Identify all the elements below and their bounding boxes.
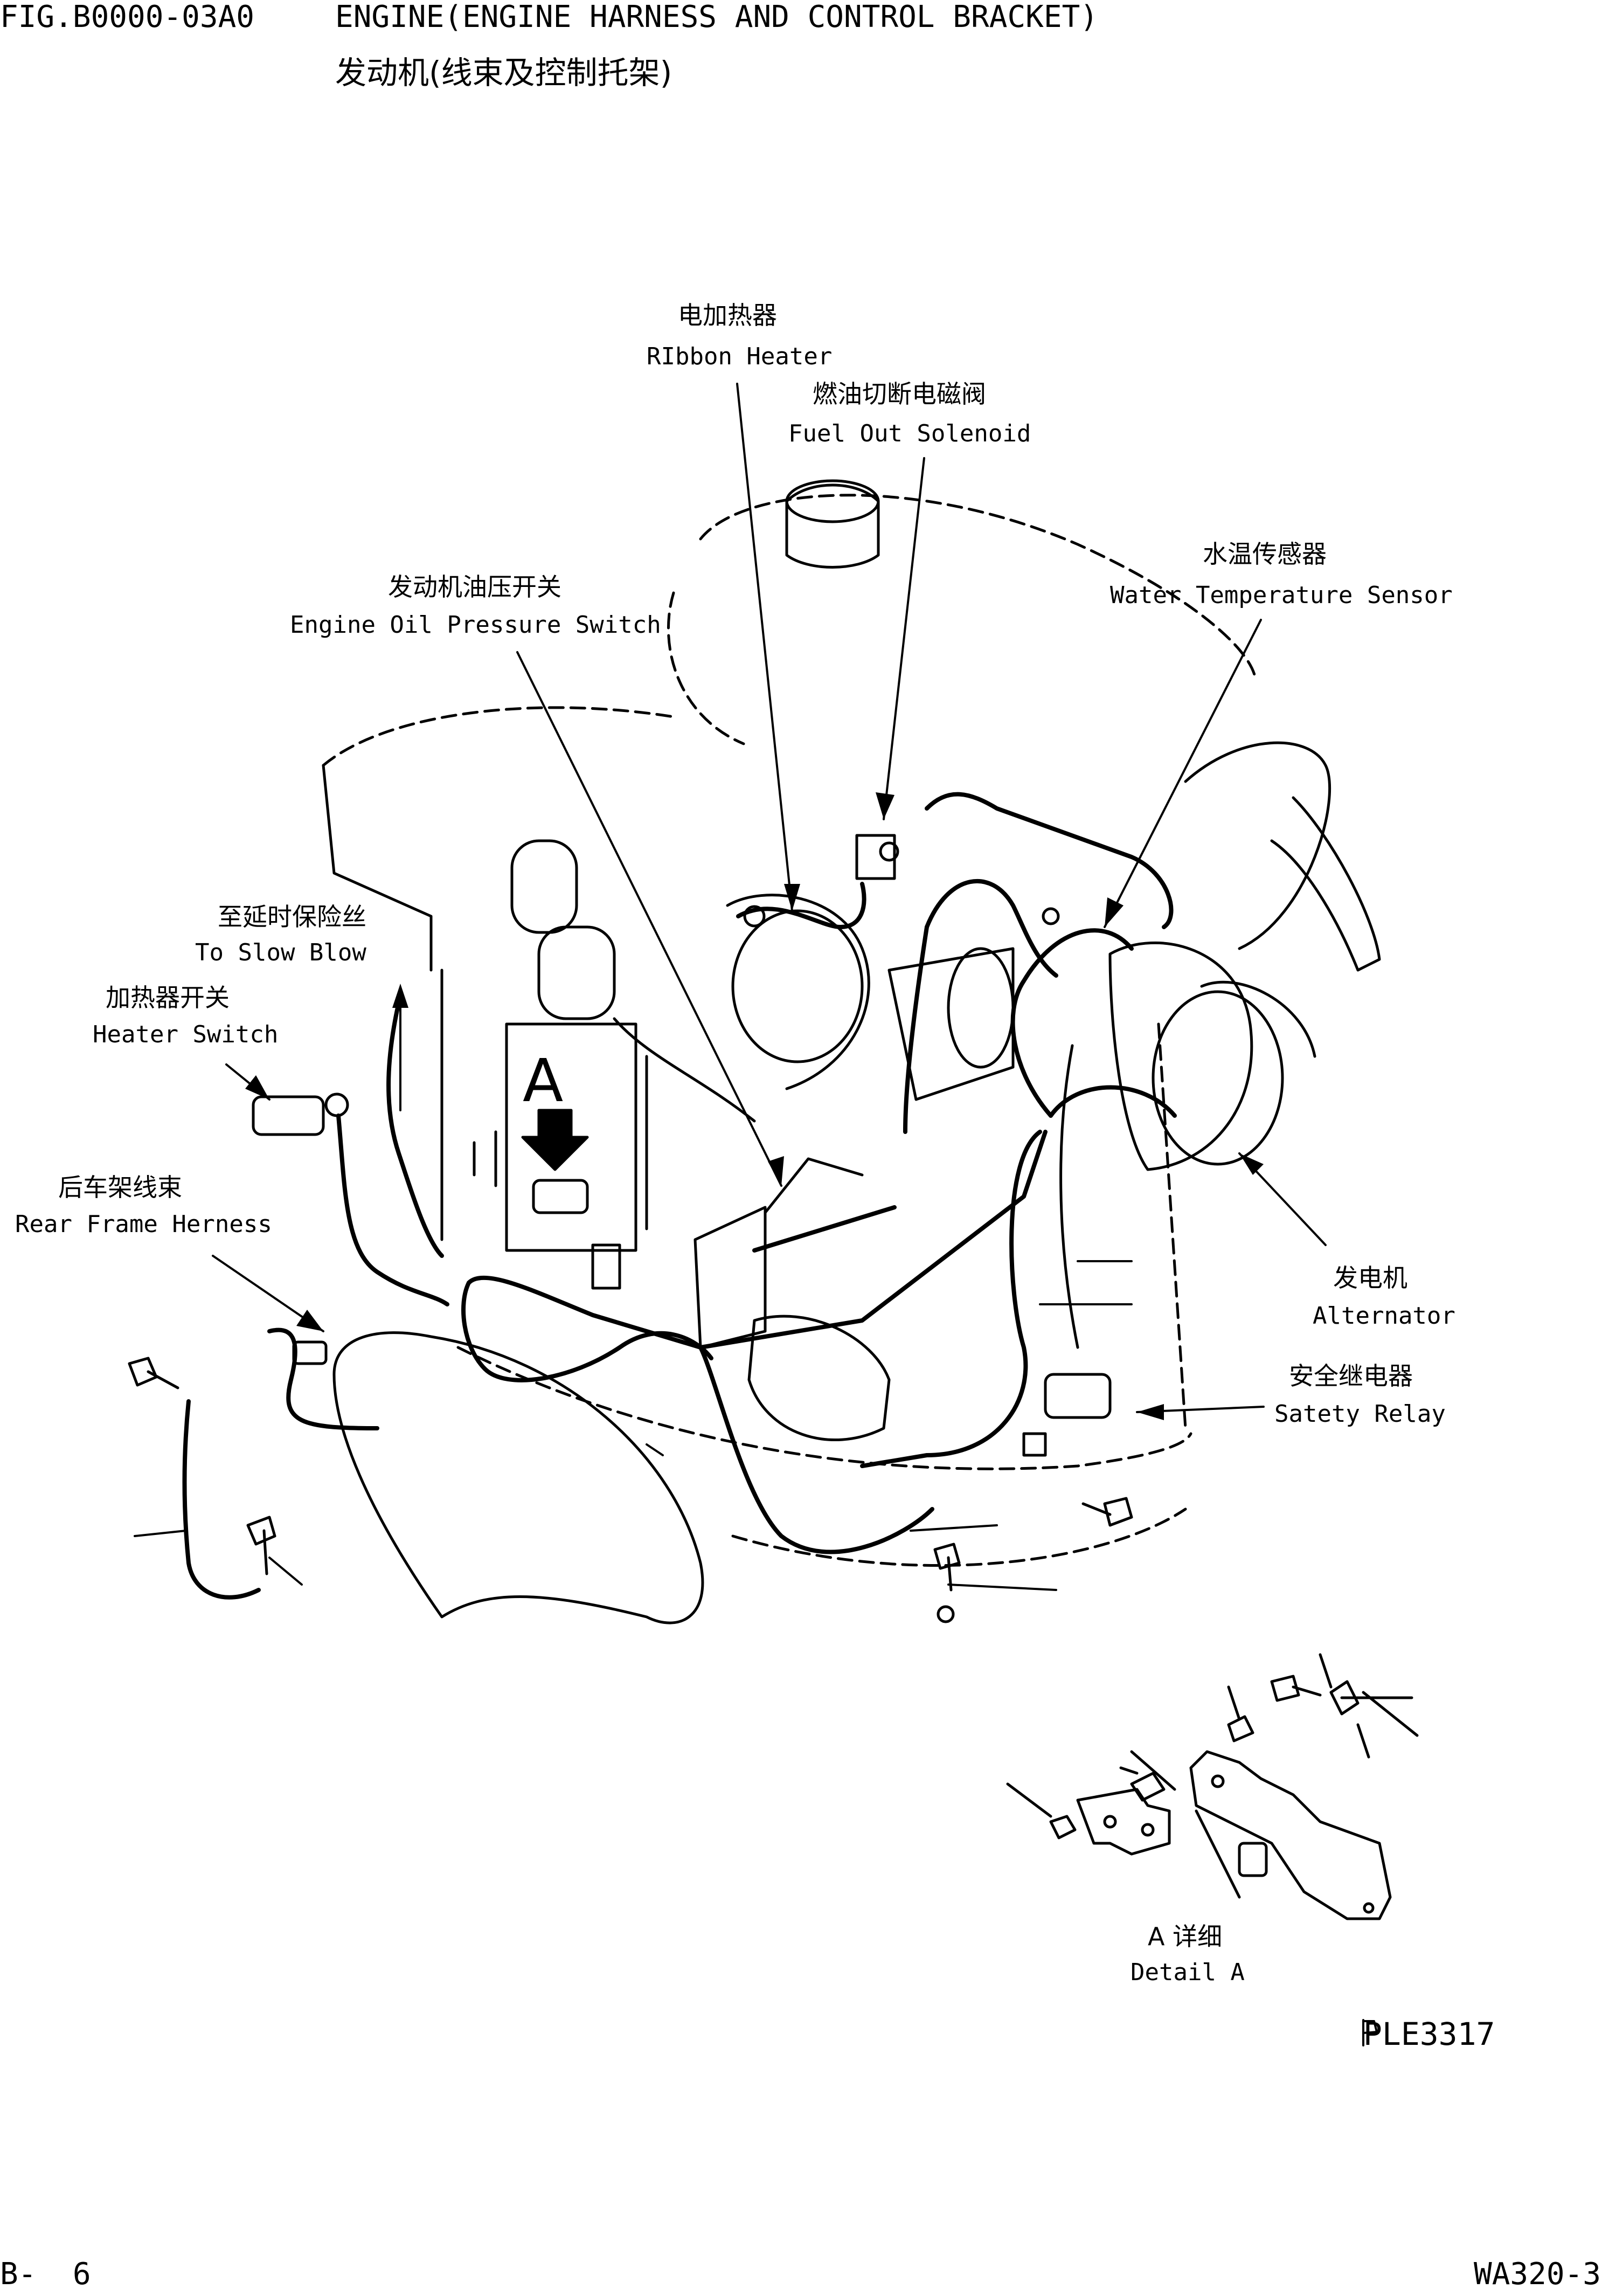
callout-fuel-solenoid-en: Fuel Out Solenoid [788,420,1031,447]
drawing-code-glyphs [1362,2019,1378,2046]
callout-rear-frame-en: Rear Frame Herness [15,1211,272,1238]
title-cn: 发动机(线束及控制托架) [335,54,672,91]
bolts [128,1357,1133,1623]
callout-water-temp-en: Water Temperature Sensor [1110,582,1453,609]
leader-fuel-solenoid [883,457,925,820]
model-number: WA320-3 [1474,2257,1601,2292]
callout-safety-relay-en: Satety Relay [1274,1400,1446,1428]
title-en: ENGINE(ENGINE HARNESS AND CONTROL BRACKE… [335,0,1099,34]
callout-slow-blow-en: To Slow Blow [195,939,366,966]
leader-ribbon-heater [736,383,793,912]
components [252,834,1112,1457]
wire-harness [182,792,1177,1600]
detail-a-view [1006,1653,1419,1920]
detail-a-en: Detail A [1131,1959,1245,1986]
leader-water-temp [1104,619,1262,928]
callout-oil-pressure-cn: 发动机油压开关 [388,572,561,601]
callout-ribbon-heater-en: RIbbon Heater [647,343,833,370]
detail-a-cn: A 详细 [1148,1922,1223,1951]
callout-oil-pressure-en: Engine Oil Pressure Switch [290,611,661,639]
callout-alternator-cn: 发电机 [1333,1263,1407,1292]
detail-a-arrow [521,1109,589,1171]
callout-ribbon-heater-cn: 电加热器 [678,301,777,330]
arrowheads [245,792,1264,1420]
callout-alternator-en: Alternator [1313,1302,1455,1330]
callout-water-temp-cn: 水温传感器 [1203,540,1327,569]
fig-number: FIG.B0000-03A0 [0,0,255,34]
callout-fuel-solenoid-cn: 燃油切断电磁阀 [813,379,986,409]
callout-rear-frame-cn: 后车架线束 [58,1173,182,1202]
detail-a-marker: A [523,1046,564,1115]
callout-heater-switch-cn: 加热器开关 [106,983,230,1012]
callout-safety-relay-cn: 安全继电器 [1289,1361,1413,1391]
leader-oil-pressure [516,651,782,1187]
engine-outline [322,494,1257,1567]
callout-heater-switch-en: Heater Switch [93,1021,279,1048]
drawing-code: PLE3317 [1363,2016,1495,2052]
page-number: B- 6 [0,2257,91,2292]
leader-lines [134,383,1327,1591]
engine-body [322,479,1381,1624]
callout-slow-blow-cn: 至延时保险丝 [218,902,366,931]
